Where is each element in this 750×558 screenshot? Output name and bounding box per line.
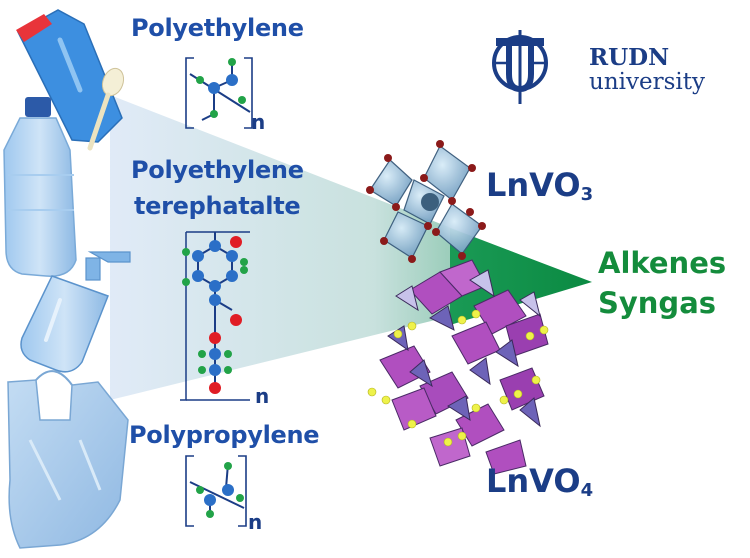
perovskite-structure [366, 140, 486, 263]
soap-dispenser-icon [20, 251, 131, 373]
spoon-icon [87, 67, 125, 151]
polyethylene-repeat-n: n [251, 110, 266, 134]
plastic-bag-icon [7, 370, 129, 549]
pet-atoms [182, 236, 248, 394]
detergent-bottle-icon [16, 9, 123, 143]
product-syngas: Syngas [598, 286, 717, 320]
pet-repeat-n: n [255, 384, 270, 408]
brand-name: RUDN [589, 44, 670, 71]
polypropylene-structure [185, 455, 247, 527]
zircon-structure [367, 259, 549, 475]
product-alkenes: Alkenes [598, 246, 727, 280]
rudn-logo-icon [492, 30, 548, 104]
brand-subtitle: university [589, 69, 705, 95]
polyethylene-structure [185, 57, 253, 129]
lnvo4-subscript: 4 [580, 480, 594, 501]
water-bottle-icon [3, 97, 77, 277]
polypropylene-repeat-n: n [248, 510, 263, 534]
lnvo3-base: LnVO [486, 166, 581, 204]
pet-label-line1: Polyethylene [131, 156, 304, 184]
lnvo3-subscript: 3 [580, 184, 594, 205]
lnvo4-label: LnVO4 [486, 462, 593, 501]
light-beam [110, 95, 590, 400]
polyethylene-label: Polyethylene [131, 14, 304, 42]
polypropylene-label: Polypropylene [129, 421, 320, 449]
lnvo4-base: LnVO [486, 462, 581, 500]
pet-label-line2: terephatalte [134, 192, 301, 220]
lnvo3-label: LnVO3 [486, 166, 593, 205]
